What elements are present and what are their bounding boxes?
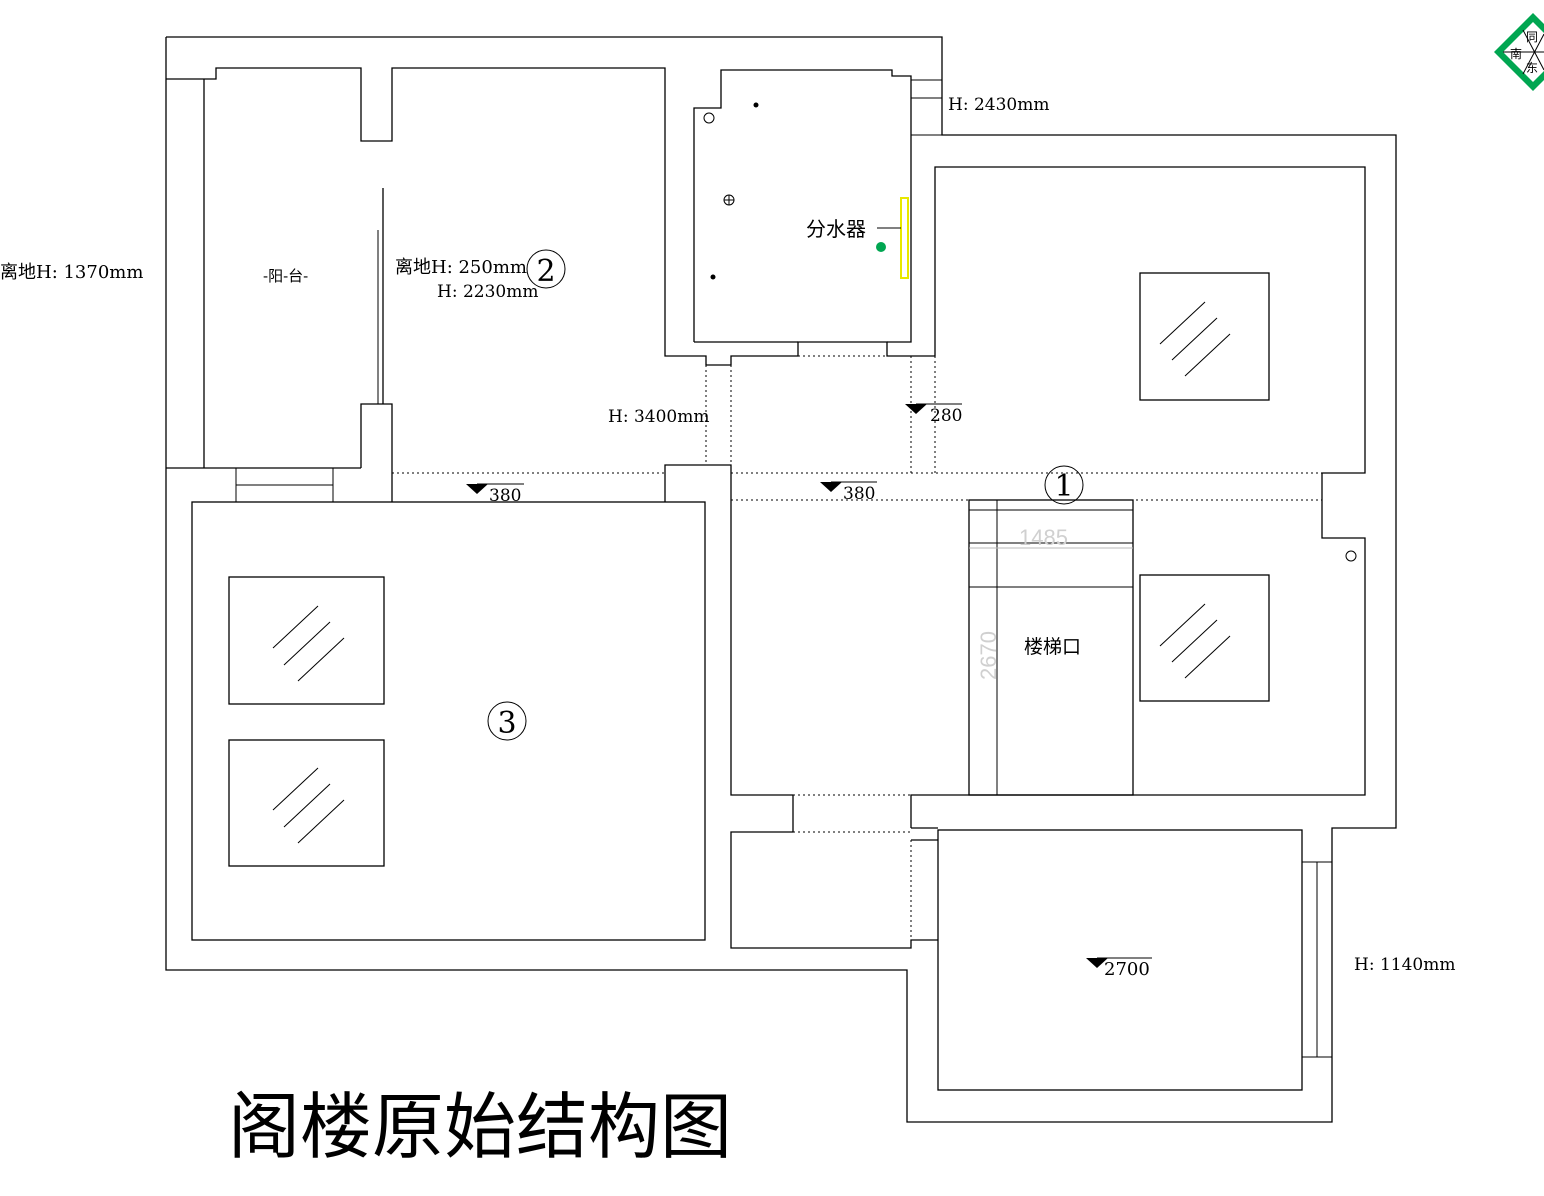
compass-east: 东 bbox=[1526, 61, 1538, 75]
room-2-marker bbox=[526, 249, 566, 289]
window-h2430 bbox=[910, 79, 943, 136]
level-marker-380-mid bbox=[820, 482, 842, 492]
room-2-number: 2 bbox=[536, 254, 555, 289]
height-1140-label: H: 1140mm bbox=[1354, 955, 1455, 975]
stair-opening-label: 楼梯口 bbox=[1024, 636, 1081, 658]
room-3-number: 3 bbox=[497, 706, 516, 741]
pipe-icon-2 bbox=[710, 274, 716, 280]
stair-width-dimension: 1485 bbox=[1019, 525, 1068, 550]
outer-wall bbox=[165, 36, 1397, 1123]
level-marker-380-left bbox=[466, 484, 488, 494]
room-3 bbox=[191, 501, 706, 941]
height-1370-label: 离地H: 1370mm bbox=[0, 262, 143, 283]
skylight-1 bbox=[228, 576, 385, 705]
balcony-label: -阳-台- bbox=[263, 267, 308, 285]
pipe-icon bbox=[753, 102, 759, 108]
room-2-inner-wall bbox=[166, 67, 1366, 828]
level-280: 280 bbox=[930, 406, 962, 426]
drain-icon-2 bbox=[1345, 550, 1357, 562]
stair-length-dimension: 2670 bbox=[976, 631, 1001, 680]
compass-top: 同 bbox=[1526, 30, 1538, 44]
page-title: 阁楼原始结构图 bbox=[228, 1085, 732, 1169]
level-380-left: 380 bbox=[489, 486, 521, 506]
skylight-2 bbox=[228, 739, 385, 867]
room-1-marker bbox=[1044, 465, 1084, 505]
height-2230-label: H: 2230mm bbox=[437, 282, 538, 302]
level-380-mid: 380 bbox=[843, 484, 875, 504]
level-marker-280 bbox=[905, 404, 927, 414]
level-marker-2700 bbox=[1086, 958, 1108, 968]
water-distributor-icon bbox=[900, 197, 909, 279]
pillar bbox=[360, 403, 393, 502]
bathroom-wall bbox=[693, 69, 912, 343]
room-3-marker bbox=[487, 701, 527, 741]
compass-icon: 同 南 东 bbox=[1494, 13, 1544, 91]
compass-south: 南 bbox=[1510, 46, 1522, 61]
level-2700: 2700 bbox=[1104, 959, 1150, 980]
skylight-4 bbox=[1139, 574, 1270, 702]
room-1-number: 1 bbox=[1054, 469, 1073, 504]
central-column bbox=[664, 464, 938, 949]
height-3400-label: H: 3400mm bbox=[608, 407, 709, 427]
distributor-valve-icon bbox=[876, 242, 886, 252]
stair-opening bbox=[968, 499, 1134, 796]
drain-icon bbox=[703, 112, 715, 124]
skylight-3 bbox=[1139, 272, 1270, 401]
height-250-label: 离地H: 250mm bbox=[395, 257, 527, 278]
height-2430-label: H: 2430mm bbox=[948, 95, 1049, 115]
water-distributor-label: 分水器 bbox=[806, 217, 866, 241]
